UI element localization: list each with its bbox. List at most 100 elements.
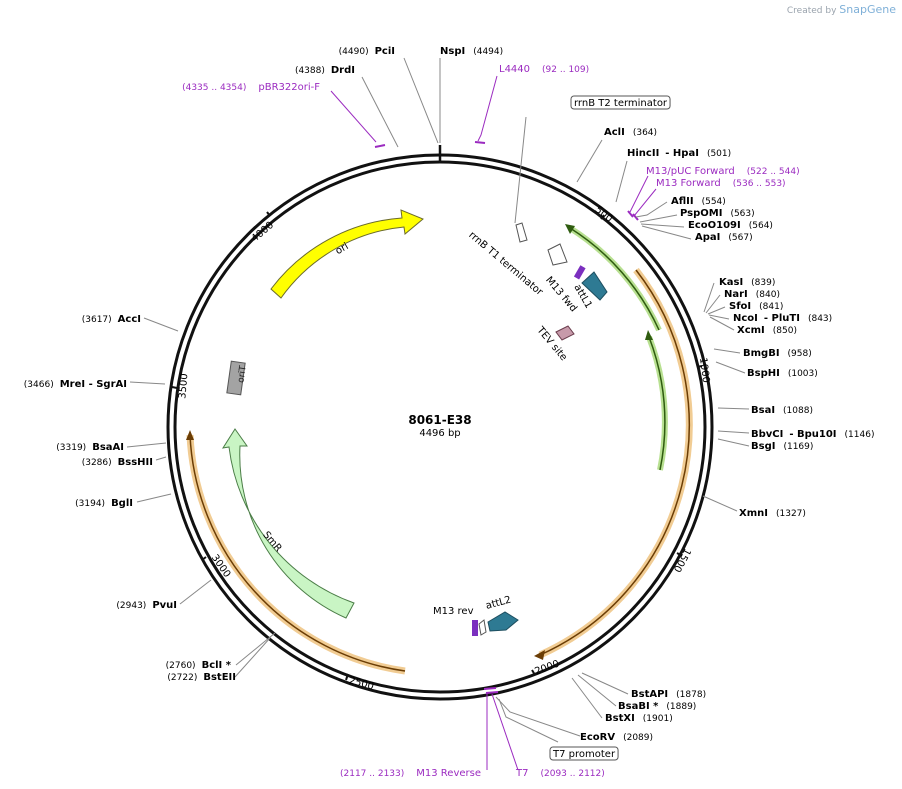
site-pos-pvui: (2943) <box>116 601 146 611</box>
site-pos-ncoi: (843) <box>808 314 832 324</box>
site-sfoi: SfoI <box>729 301 751 312</box>
site-pos-bsaai: (3319) <box>56 443 86 453</box>
svg-text:2500: 2500 <box>348 675 375 692</box>
plasmid-name: 8061-E38 <box>408 413 471 427</box>
primer-m13-reverse: M13 Reverse <box>416 768 481 779</box>
site-bstxi: BstXI <box>605 713 635 724</box>
site-pos-xcmi: (850) <box>773 326 797 336</box>
orit-label: oriT <box>236 365 248 384</box>
primer-t7: T7 <box>515 768 528 779</box>
site-pos-bcli: (2760) <box>166 661 196 671</box>
site-pos-pcii: (4490) <box>339 47 369 57</box>
primer-m13-puc-forward: M13/pUC Forward <box>646 166 735 177</box>
site-pos-xmni: (1327) <box>776 509 806 519</box>
site-ncoi: NcoI <box>733 313 758 324</box>
tick-1000: 1000 <box>696 357 711 384</box>
site-nspi: NspI <box>440 46 465 57</box>
site-pluti: - PluTI <box>764 313 800 324</box>
site-bsabi: BsaBI * <box>618 701 659 712</box>
site-bsshii: BssHII <box>118 457 153 468</box>
site-pos-bgli: (3194) <box>75 499 105 509</box>
site-pos-kasi: (839) <box>751 278 775 288</box>
site-bgli: BglI <box>111 498 133 509</box>
svg-text:500: 500 <box>593 204 615 224</box>
orit-feature: oriT <box>226 360 249 396</box>
attl1-feature: attL1 M13 fwd <box>543 265 608 315</box>
site-pos-hincii: (501) <box>707 149 731 159</box>
m13fwd-label: M13 fwd <box>543 275 579 315</box>
snapgene-logo: SnapGene <box>839 3 896 16</box>
site-pos-bsabi: (1889) <box>666 702 696 712</box>
primer-marks <box>374 141 639 694</box>
site-bsteii: BstEII <box>203 672 236 683</box>
plasmid-size: 4496 bp <box>419 428 460 439</box>
tick-2000: 2000 <box>531 659 561 678</box>
site-pcii: PciI <box>375 46 395 57</box>
t7-promoter-label: T7 promoter <box>552 749 616 760</box>
site-pos-bsshii: (3286) <box>82 458 112 468</box>
primer-pos-t7: (2093 .. 2112) <box>540 769 604 779</box>
primer-pos-m13-puc-forward: (522 .. 544) <box>747 167 800 177</box>
svg-text:4000: 4000 <box>250 220 277 245</box>
site-acli: AclI <box>604 127 625 138</box>
site-bsgi: BsgI <box>751 441 775 452</box>
site-pos-bsgi: (1169) <box>783 442 813 452</box>
svg-text:1000: 1000 <box>697 357 711 384</box>
site-pvui: PvuI <box>152 600 177 611</box>
site-bcli: BclI * <box>202 660 232 671</box>
primer-pos-l4440: (92 .. 109) <box>542 65 589 75</box>
snapgene-credit: Created by SnapGene <box>787 3 896 16</box>
site-pos-sfoi: (841) <box>759 302 783 312</box>
site-pos-acli: (364) <box>633 128 657 138</box>
site-pos-bsphi: (1003) <box>788 369 818 379</box>
site-pos-nspi: (4494) <box>473 47 503 57</box>
site-bstapi: BstAPI <box>631 689 668 700</box>
site-pos-bsteii: (2722) <box>167 673 197 683</box>
site-pos-bbvci: (1146) <box>845 430 875 440</box>
label-layer: PciI(4490)NspI(4494)DrdI(4388)AclI(364)H… <box>24 46 875 779</box>
site-ecorv: EcoRV <box>580 732 615 743</box>
site-nari: NarI <box>724 289 748 300</box>
site-pos-nari: (840) <box>756 290 780 300</box>
site-pos-ecoo109i: (564) <box>749 221 773 231</box>
primer-pos-pbr322ori-f: (4335 .. 4354) <box>182 83 246 93</box>
rrnb-t2-terminator-label: rrnB T2 terminator <box>574 98 668 109</box>
site-aflii: AflII <box>671 196 694 207</box>
primer-pbr322ori-f: pBR322ori-F <box>258 82 320 93</box>
site-hpai: - HpaI <box>665 148 699 159</box>
primer-l4440: L4440 <box>499 64 530 75</box>
site-pos-apai: (567) <box>728 233 752 243</box>
site-xmni: XmnI <box>739 508 768 519</box>
attl2-label: attL2 <box>485 595 513 612</box>
orf-orange-left <box>186 434 406 675</box>
tick-3500: 3500 <box>171 373 190 399</box>
primer-m13-forward: M13 Forward <box>656 178 721 189</box>
site-pos-bstapi: (1878) <box>676 690 706 700</box>
site-pos-bsai: (1088) <box>783 406 813 416</box>
primer-pos-m13-forward: (536 .. 553) <box>733 179 786 189</box>
site-pos-drdi: (4388) <box>295 66 325 76</box>
m13rev-label: M13 rev <box>433 606 474 617</box>
site-pos-ecorv: (2089) <box>623 733 653 743</box>
site-pos-acci: (3617) <box>82 315 112 325</box>
site-pos-aflii: (554) <box>702 197 726 207</box>
site-bbvci: BbvCI <box>751 429 783 440</box>
svg-text:3500: 3500 <box>177 373 190 399</box>
primer-pos-m13-reverse: (2117 .. 2133) <box>340 769 404 779</box>
attl2-feature: attL2 M13 rev <box>433 595 519 636</box>
svg-text:2000: 2000 <box>533 659 561 678</box>
site-drdi: DrdI <box>331 65 355 76</box>
site-pspomi: PspOMI <box>680 208 722 219</box>
leader-lines <box>126 57 750 743</box>
site-bpu10i: - Bpu10I <box>789 429 836 440</box>
site-pos-mrei: (3466) <box>24 380 54 390</box>
ori-feature: ori <box>270 209 424 299</box>
tick-500: 500 <box>593 204 615 224</box>
site-bsai: BsaI <box>751 405 775 416</box>
site-ecoo109i: EcoO109I <box>688 220 741 231</box>
site-xcmi: XcmI <box>737 325 765 336</box>
credit-prefix: Created by <box>786 6 837 16</box>
orf-orange-right <box>538 267 693 659</box>
site-bsaai: BsaAI <box>92 442 124 453</box>
